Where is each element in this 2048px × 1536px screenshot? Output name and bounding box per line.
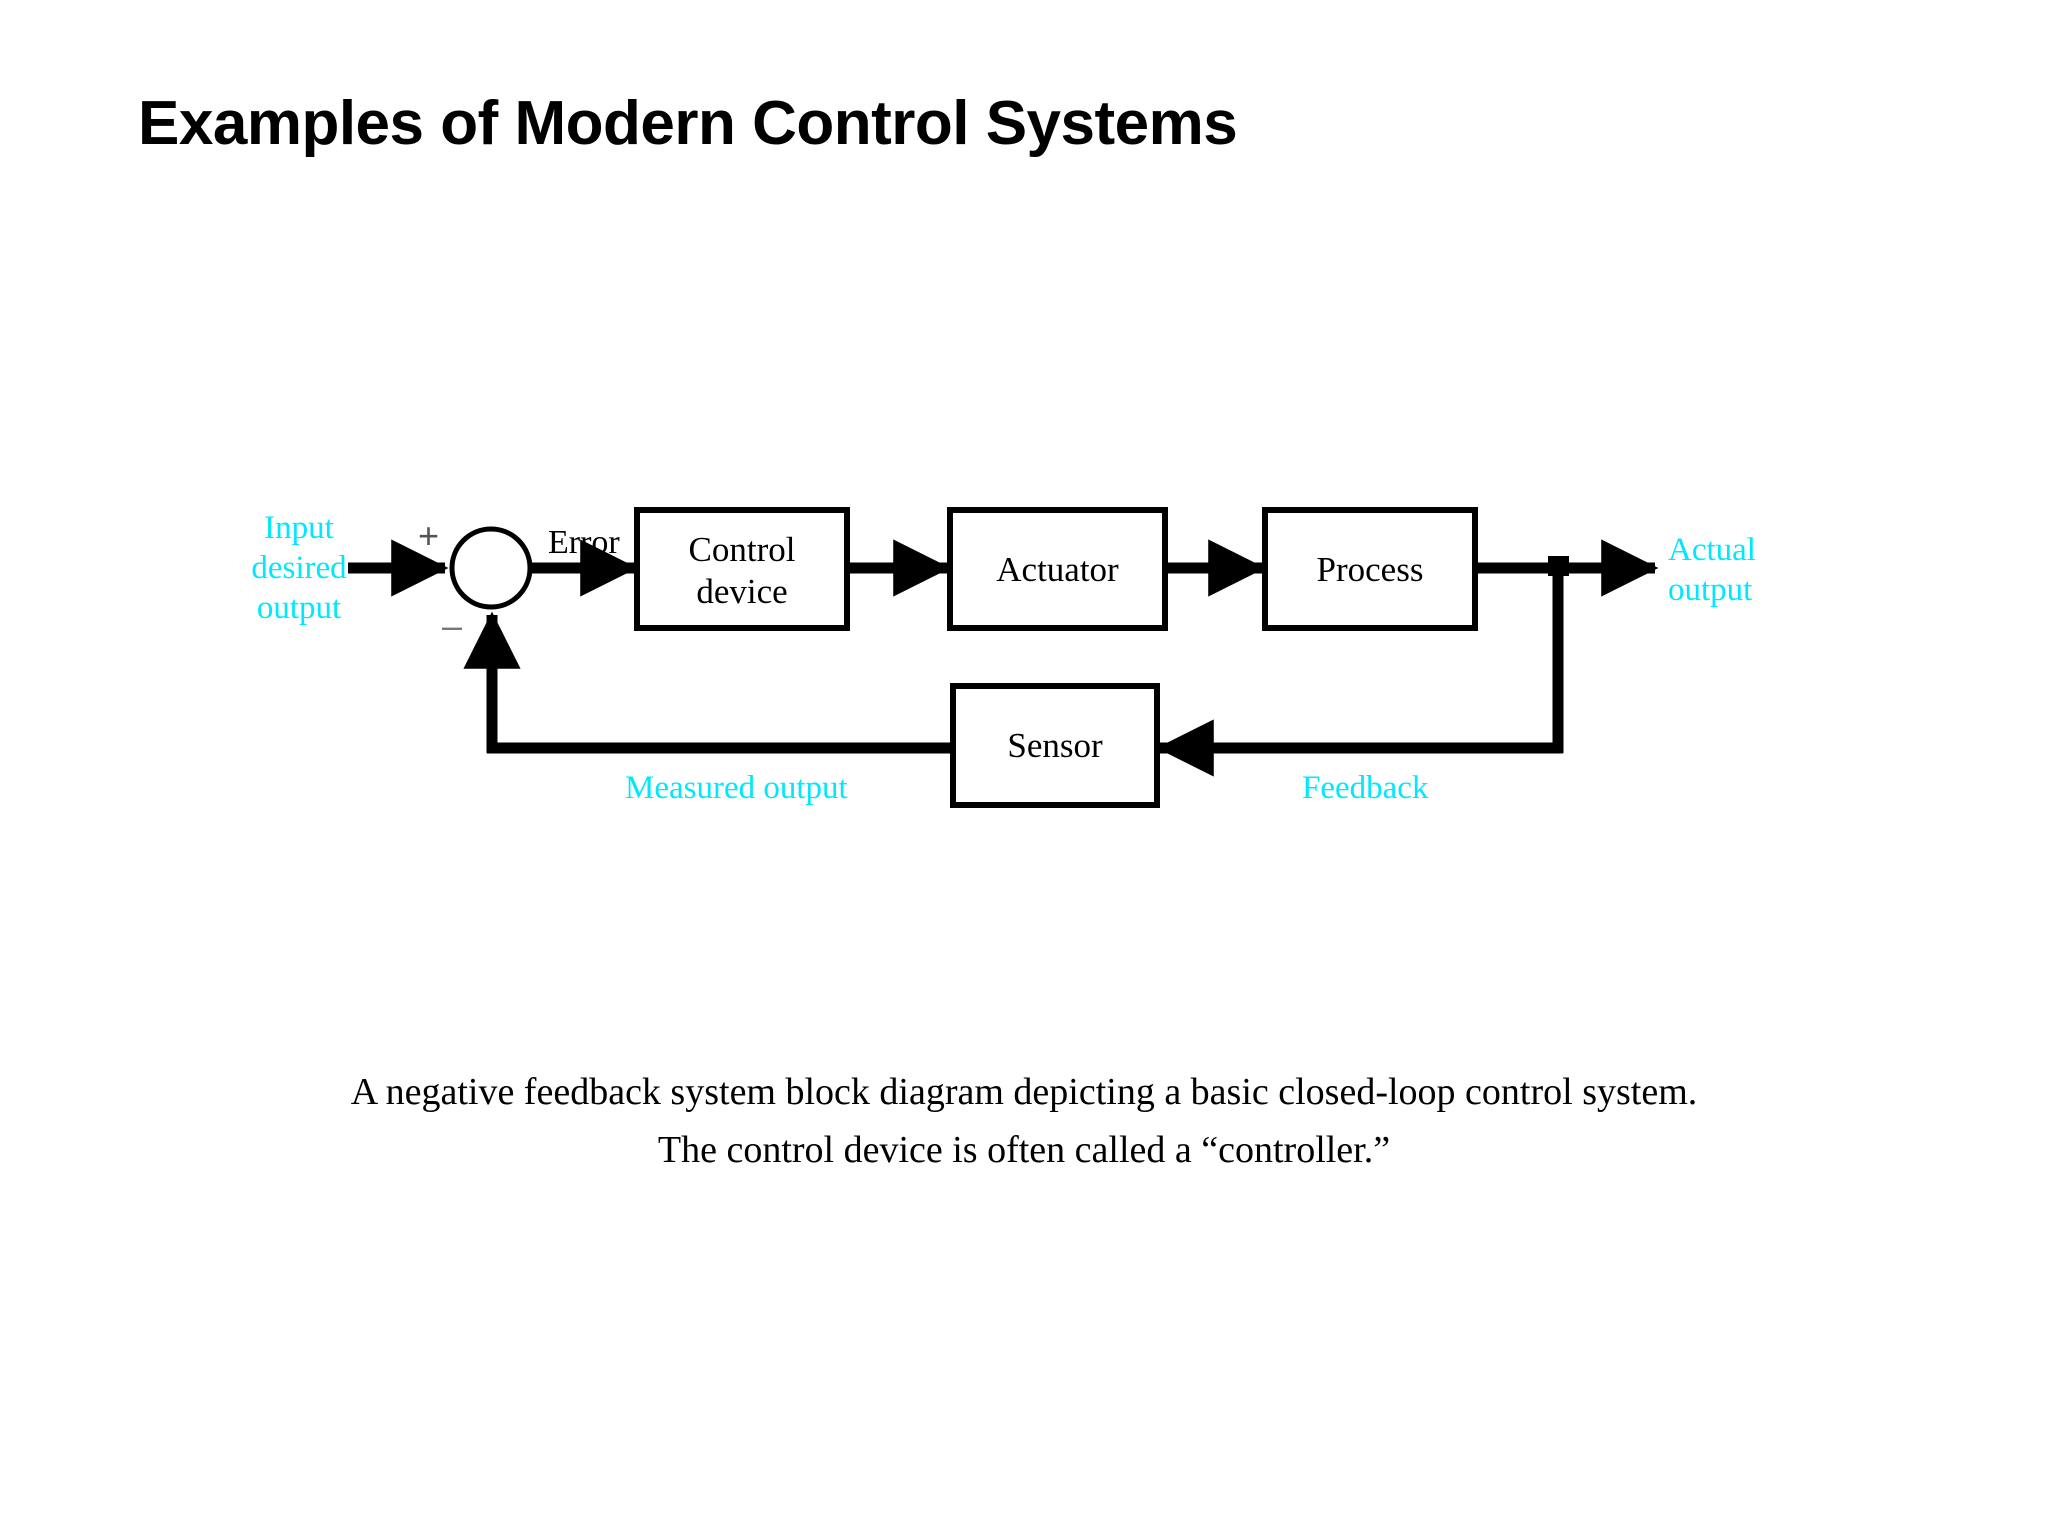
diagram-caption: A negative feedback system block diagram… <box>0 1063 2048 1179</box>
control-device-line1: Control <box>688 530 796 569</box>
input-label-line1: Input <box>264 510 334 546</box>
input-label-line2: desired <box>251 550 347 586</box>
block-label-process: Process <box>1316 550 1424 589</box>
page-title: Examples of Modern Control Systems <box>138 89 1238 158</box>
actual-output-line1: Actual <box>1668 532 1756 568</box>
summing-junction-plus-sign: + <box>418 515 440 556</box>
block-sensor <box>950 683 1160 808</box>
signal-label-feedback: Feedback <box>1302 770 1429 806</box>
wire-process-to-actual-output <box>1475 539 1659 597</box>
signal-label-error: Error <box>548 524 620 561</box>
block-process <box>1262 507 1478 631</box>
block-label-sensor: Sensor <box>1007 726 1103 765</box>
block-label-actuator: Actuator <box>996 550 1119 589</box>
signal-label-measured-output: Measured output <box>625 770 848 806</box>
summing-junction-circle <box>449 526 533 610</box>
caption-line-2: The control device is often called a “co… <box>657 1129 1391 1171</box>
caption-line-1: A negative feedback system block diagram… <box>350 1071 1698 1113</box>
wire-sensor-to-sum <box>463 611 956 754</box>
block-label-control-device: Control device <box>637 529 847 613</box>
signal-label-actual-output: Actual output <box>1668 530 1798 610</box>
control-device-line2: device <box>696 572 788 611</box>
actual-output-line2: output <box>1668 572 1753 608</box>
signal-label-input-desired-output: Input desired output <box>240 508 358 628</box>
summing-junction-minus-sign: – <box>442 605 463 646</box>
input-label-line3: output <box>256 590 342 626</box>
